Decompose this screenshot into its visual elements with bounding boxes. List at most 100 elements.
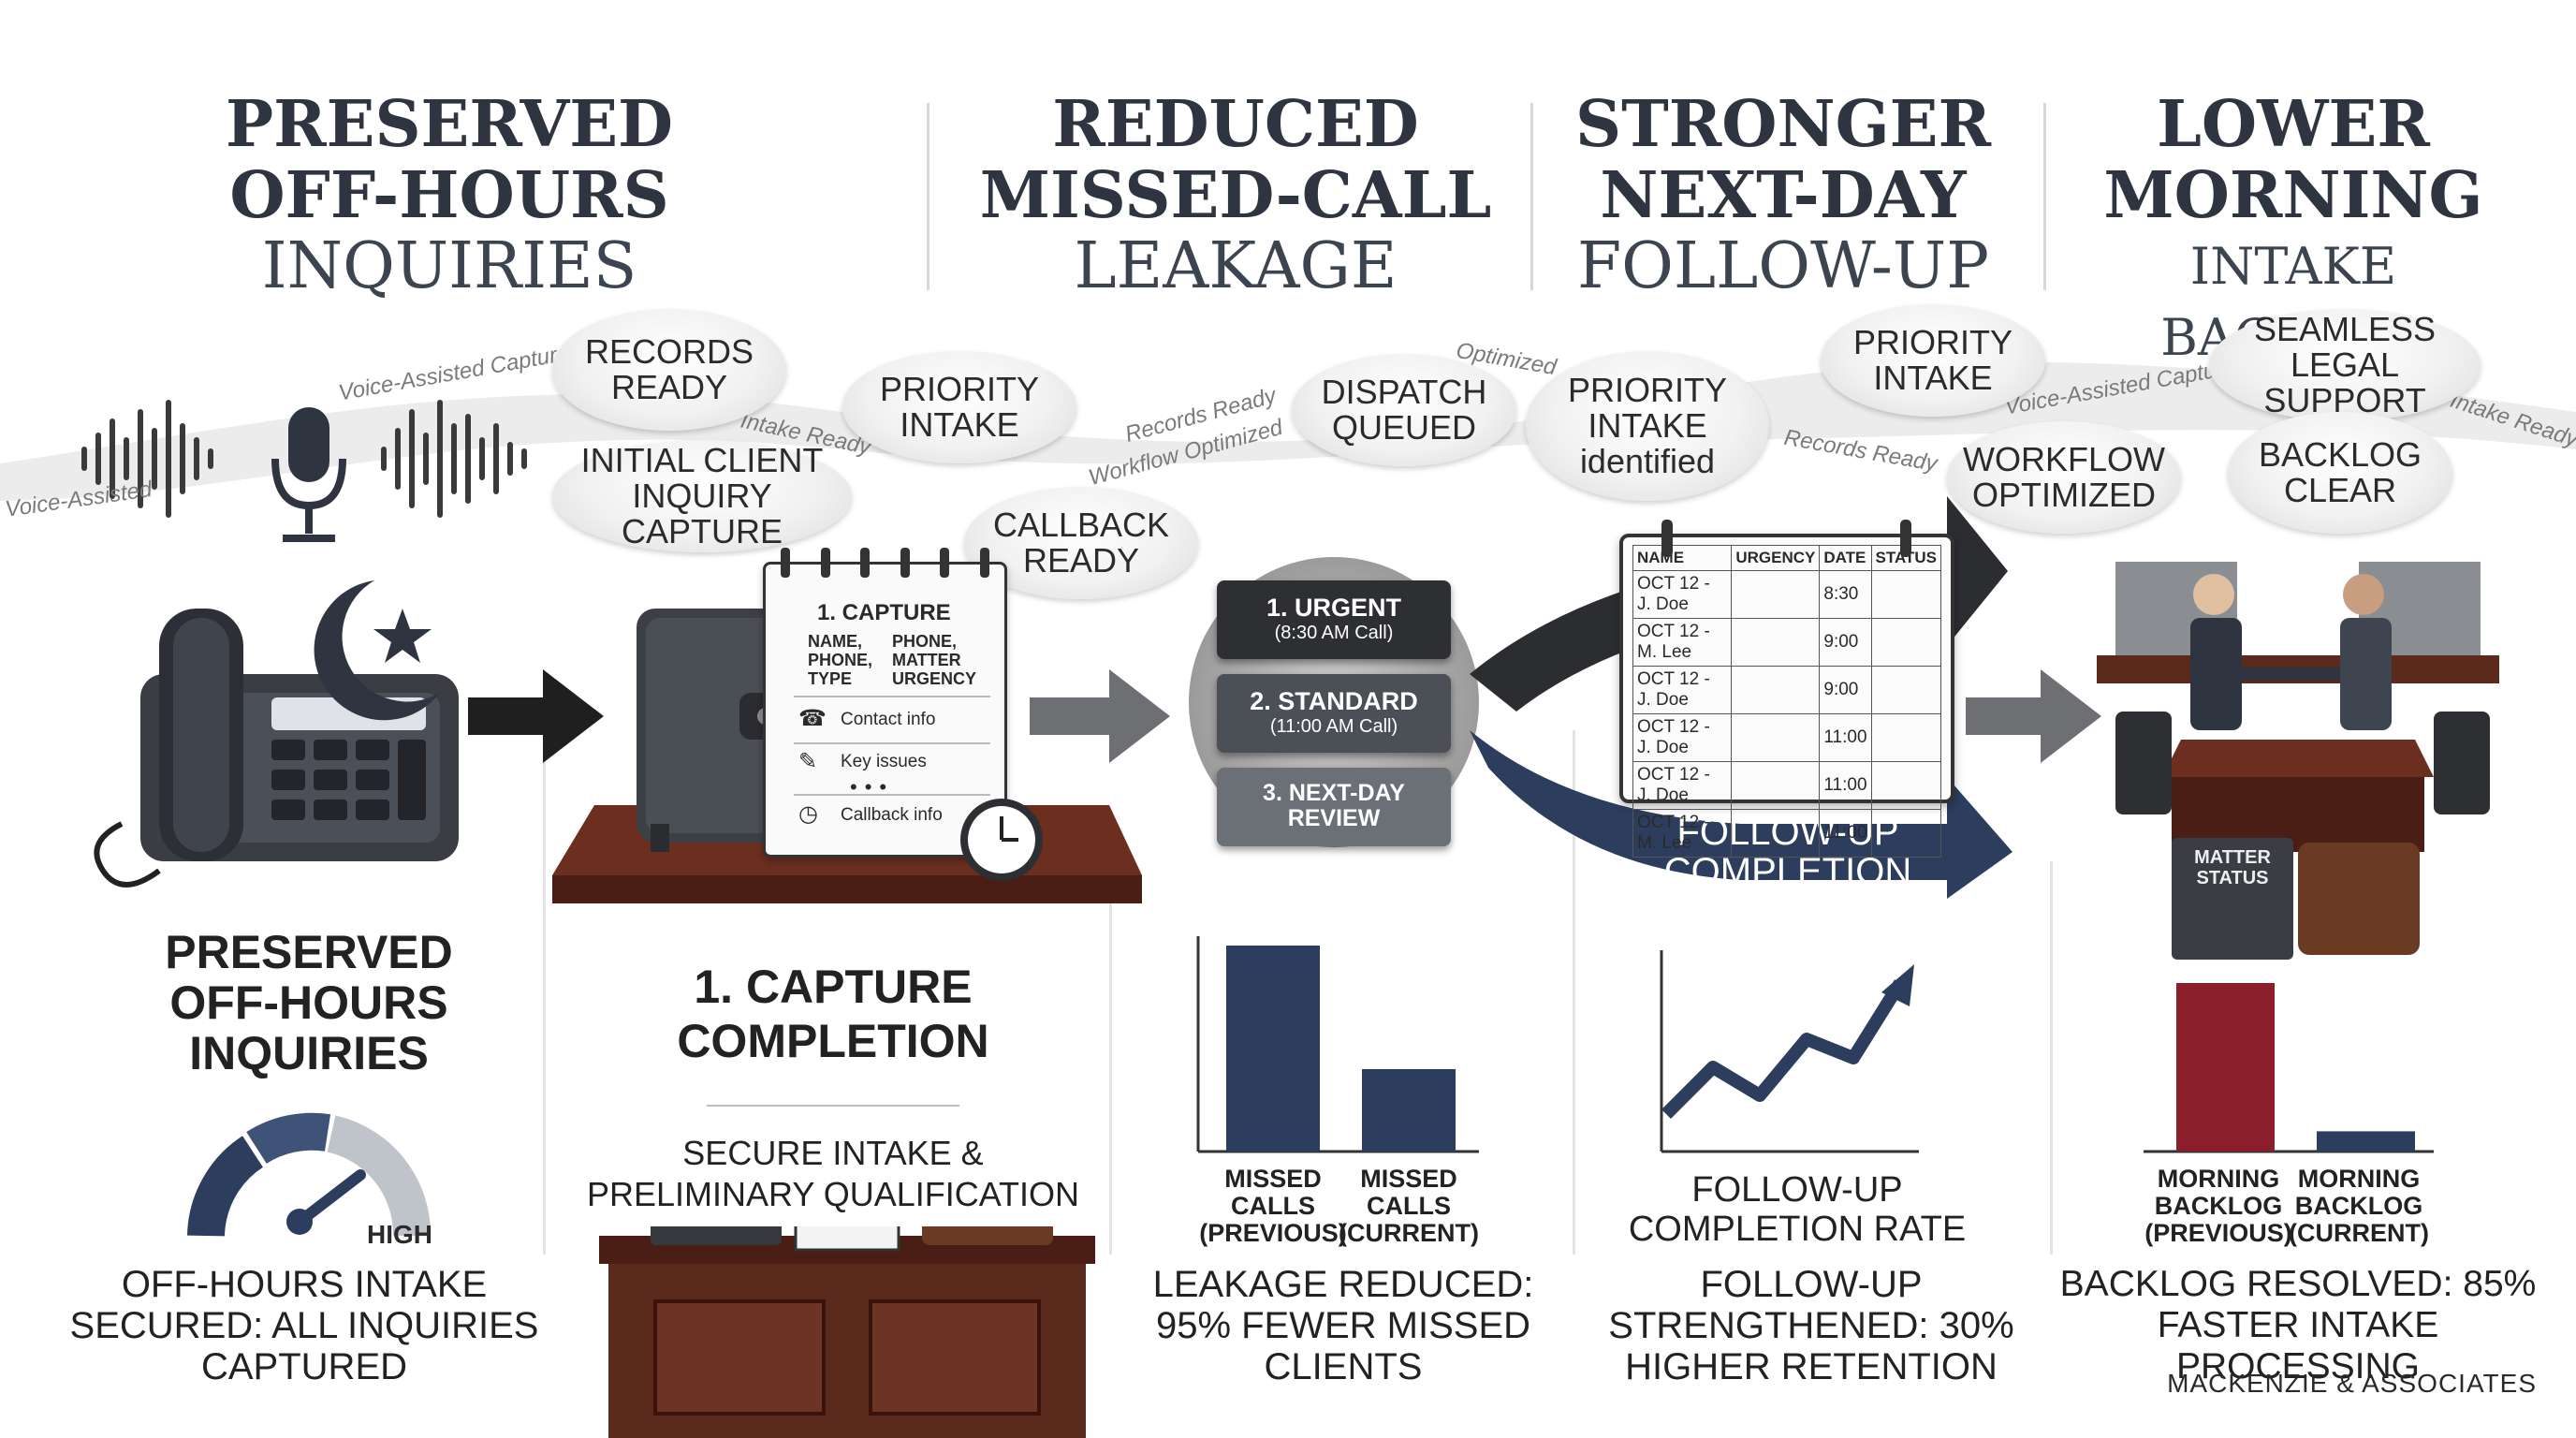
chart-bar — [2176, 983, 2275, 1152]
chart-bar — [2317, 1131, 2415, 1152]
schedule-cell — [1731, 666, 1821, 714]
planner-book-icon — [637, 609, 791, 852]
schedule-cell — [1731, 570, 1821, 619]
cloud-priority-intake: PRIORITY INTAKE — [842, 351, 1076, 463]
matter-status-label: MATTER STATUS — [2194, 847, 2271, 888]
notepad-key: Key issues — [841, 752, 927, 771]
gauge-label: HIGH — [367, 1220, 432, 1249]
clock-icon — [960, 799, 1043, 881]
chart1-cat: MISSED CALLS (PREVIOUS) — [1199, 1165, 1347, 1247]
cloud-dispatch-queued: DISPATCH QUEUED — [1292, 354, 1516, 466]
cloud-backlog-clear: BACKLOG CLEAR — [2228, 412, 2452, 534]
notepad-contact: Contact info — [841, 710, 936, 729]
header-line: MISSED-CALL — [979, 158, 1492, 233]
chart3-label-current: MORNING BACKLOG (CURRENT) — [2284, 1166, 2434, 1247]
divider — [2043, 103, 2046, 290]
binder-ring — [1900, 520, 1911, 557]
schedule-cell — [1870, 618, 1942, 667]
trend-line — [1661, 979, 1906, 1119]
arrow-right-icon — [468, 669, 604, 763]
schedule-header: URGENCY — [1731, 545, 1821, 571]
notepad-field: NAME, PHONE, TYPE — [808, 632, 873, 688]
schedule-header: DATE — [1819, 545, 1872, 571]
clock-small-icon: ◷ — [798, 801, 818, 827]
section-sub: SECURE INTAKE & PRELIMINARY QUALIFICATIO… — [586, 1134, 1080, 1213]
header-line: MORNING — [2103, 158, 2483, 233]
queue-item-standard: 2. STANDARD (11:00 AM Call) — [1217, 674, 1451, 753]
chart1-cat: MISSED CALLS (CURRENT) — [1339, 1165, 1479, 1247]
header-line: LEAKAGE — [1074, 229, 1398, 303]
moon-star-icon — [314, 580, 440, 721]
schedule-row: OCT 12 - J. Doe 11:00 — [1632, 713, 1942, 762]
queue-sub: (11:00 AM Call) — [1269, 716, 1398, 737]
queue-item-urgent: 1. URGENT (8:30 AM Call) — [1217, 580, 1451, 659]
missed-calls-chart — [1196, 936, 1479, 1153]
header-line: OFF-HOURS — [229, 158, 669, 233]
cloud-seamless: SEAMLESS LEGAL SUPPORT — [2209, 309, 2481, 421]
section-title-preserved: PRESERVED OFF-HOURS INQUIRIES — [165, 926, 453, 1079]
schedule-cell — [1731, 618, 1821, 667]
morning-backlog-chart — [2144, 983, 2434, 1153]
chart-bar — [1226, 946, 1320, 1152]
dots: ••• — [850, 775, 895, 799]
schedule-cell: 9:00 — [1819, 666, 1872, 714]
divider — [543, 693, 546, 1255]
followup-trend-chart — [1660, 950, 1919, 1153]
schedule-cell: 11:00 — [1819, 809, 1872, 858]
divider — [707, 1105, 959, 1107]
schedule-cell: OCT 12 - M. Lee — [1632, 618, 1733, 667]
schedule-cell — [1731, 713, 1821, 762]
section-caption: OFF-HOURS INTAKE SECURED: ALL INQUIRIES … — [69, 1264, 539, 1387]
header-line: STRONGER — [1574, 87, 1992, 162]
microphone-icon — [271, 407, 346, 542]
divider — [2050, 861, 2053, 1255]
arrow-right-icon — [1966, 669, 2101, 763]
desk-icon — [599, 1226, 1095, 1438]
gauge-icon — [187, 1112, 432, 1238]
chart1-label-previous: MISSED CALLS (PREVIOUS) — [1189, 1166, 1357, 1247]
schedule-cell: OCT 12 - J. Doe — [1632, 761, 1733, 810]
divider — [927, 103, 929, 290]
chart3-label-previous: MORNING BACKLOG (PREVIOUS) — [2144, 1166, 2293, 1247]
divider — [1109, 861, 1112, 1255]
binder-ring — [1661, 520, 1673, 557]
header-line: NEXT-DAY — [1600, 158, 1967, 233]
section-caption: LEAKAGE REDUCED: 95% FEWER MISSED CLIENT… — [1152, 1264, 1534, 1387]
queue-label: 1. URGENT — [1266, 594, 1402, 622]
schedule-cell — [1870, 761, 1942, 810]
schedule-cell: OCT 12 - J. Doe — [1632, 713, 1733, 762]
header-line: PRESERVED — [225, 87, 674, 162]
queue-item-review: 3. NEXT-DAY REVIEW — [1217, 768, 1451, 846]
schedule-cell — [1870, 809, 1942, 858]
queue-label: 2. STANDARD — [1250, 687, 1418, 715]
wallet-icon — [2298, 843, 2420, 955]
section-caption: FOLLOW-UP STRENGTHENED: 30% HIGHER RETEN… — [1608, 1264, 2014, 1387]
schedule-header: NAME — [1632, 545, 1733, 571]
cloud-records-ready: RECORDS READY — [552, 309, 786, 431]
schedule-cell — [1870, 570, 1942, 619]
notepad-callback: Callback info — [841, 805, 943, 825]
notepad-title: 1. CAPTURE — [817, 600, 951, 625]
schedule-cell: 8:30 — [1819, 570, 1872, 619]
followup-chart-label: FOLLOW-UP COMPLETION RATE — [1628, 1170, 1967, 1249]
divider — [1530, 103, 1533, 290]
pencil-icon: ✎ — [798, 749, 818, 774]
chart3-cat: MORNING BACKLOG (CURRENT) — [2289, 1165, 2429, 1247]
queue-label: 3. NEXT-DAY REVIEW — [1263, 780, 1405, 831]
cloud-initial-capture: INITIAL CLIENT INQUIRY CAPTURE — [552, 440, 852, 552]
desk-phone-icon — [94, 609, 459, 888]
schedule-cell: 11:00 — [1819, 761, 1872, 810]
matter-status-book: MATTER STATUS — [2172, 838, 2293, 960]
notepad: 1. CAPTURE NAME, PHONE, TYPE PHONE, MATT… — [763, 548, 1007, 858]
header-line: LOWER — [2157, 87, 2430, 162]
section-caption: BACKLOG RESOLVED: 85% FASTER INTAKE PROC… — [2059, 1264, 2537, 1387]
arrow-right-icon — [1030, 669, 1170, 763]
cloud-workflow-optimized: WORKFLOW OPTIMIZED — [1947, 421, 2181, 534]
schedule-cell: 11:00 — [1819, 713, 1872, 762]
schedule-cell — [1870, 713, 1942, 762]
chart-bar — [1362, 1069, 1456, 1152]
